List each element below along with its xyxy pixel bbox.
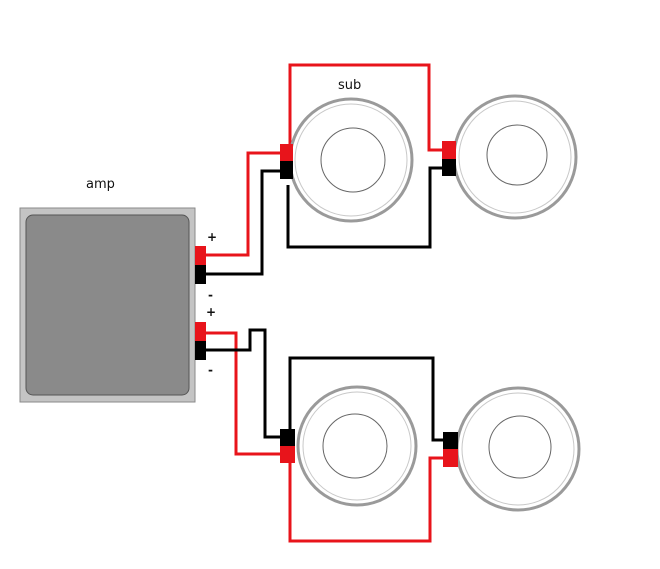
sub-dust-cap <box>322 413 388 479</box>
wire-ch1-positive <box>205 151 286 257</box>
wires <box>205 63 444 543</box>
sub-cone <box>458 100 572 214</box>
amp-body <box>25 214 190 396</box>
sub-positive-terminal <box>280 446 295 463</box>
ch1-positive-label: + <box>207 230 217 244</box>
sub-bottom-left <box>280 385 418 507</box>
sub-dust-cap <box>488 415 552 479</box>
sub-dust-cap <box>486 124 548 186</box>
wire-top-series-negative <box>286 166 444 249</box>
sub-negative-terminal <box>442 159 456 176</box>
sub-top-left <box>280 97 414 223</box>
wire-bottom-series-positive <box>288 456 444 543</box>
sub-cone <box>294 103 408 217</box>
sub-cone <box>461 392 575 506</box>
ch2-negative-label: - <box>208 363 213 377</box>
ch2-positive-label: + <box>206 305 216 319</box>
sub-positive-terminal <box>280 144 293 161</box>
wire-ch1-negative <box>205 169 286 276</box>
sub-top-right <box>442 94 578 220</box>
amp-label: amp <box>86 177 115 192</box>
sub-cone <box>302 391 412 501</box>
sub-positive-terminal <box>443 449 458 467</box>
wire-ch2-positive <box>205 331 284 456</box>
wire-ch2-negative <box>205 328 284 439</box>
amp-ch2-negative-terminal <box>195 341 206 360</box>
amp-ch1-positive-terminal <box>195 246 206 265</box>
sub-label: sub <box>338 78 361 93</box>
amp-ch2-positive-terminal <box>195 322 206 341</box>
sub-positive-terminal <box>442 141 456 159</box>
sub-bottom-right <box>443 386 581 512</box>
amp-ch1-negative-terminal <box>195 265 206 284</box>
amplifier <box>19 207 206 403</box>
sub-negative-terminal <box>443 432 458 449</box>
labels: amp sub + - + - <box>86 78 361 377</box>
wire-top-series-positive <box>288 63 444 152</box>
wire-bottom-series-negative <box>288 356 444 442</box>
ch1-negative-label: - <box>208 288 213 302</box>
sub-negative-terminal <box>280 161 293 179</box>
sub-dust-cap <box>320 127 386 193</box>
sub-negative-terminal <box>280 429 295 446</box>
